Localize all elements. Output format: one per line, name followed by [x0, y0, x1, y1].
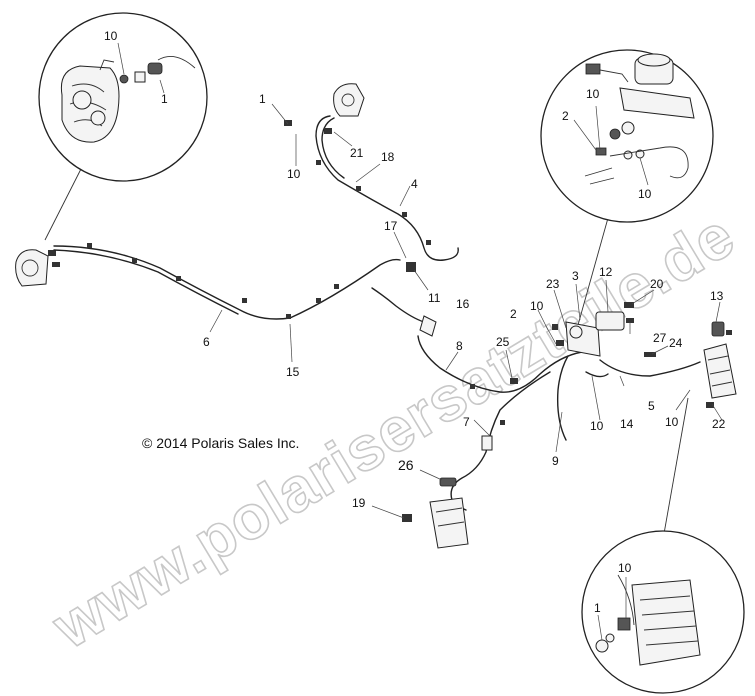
fitting-icon-rear [617, 617, 631, 631]
line-clips [87, 160, 505, 425]
junction-block-11 [419, 315, 437, 337]
callout-label: 19 [352, 496, 366, 510]
callout-label: 26 [398, 457, 414, 473]
detail-connector-bottom-right [661, 397, 689, 546]
callout-label: 1 [594, 601, 601, 615]
callout-label: 10 [618, 561, 632, 575]
leader-lines [209, 103, 723, 519]
rear-caliper-illustration [631, 579, 701, 666]
callout-label: 21 [350, 146, 364, 160]
callout-label: 5 [648, 399, 655, 413]
callout-label: 20 [650, 277, 664, 291]
callout-label: 12 [599, 265, 613, 279]
detail-connector-top-right [577, 217, 609, 326]
brake-line-9 [556, 355, 569, 441]
callout-labels: 10 1 1 10 21 18 4 17 11 16 6 15 8 2 10 2… [104, 29, 726, 615]
rear-right-caliper [703, 321, 737, 408]
front-right-caliper [333, 83, 365, 117]
callout-label: 10 [665, 415, 679, 429]
callout-label: 15 [286, 365, 300, 379]
callout-label: 8 [456, 339, 463, 353]
callout-label: 16 [456, 297, 470, 311]
callout-label: 27 [653, 331, 667, 345]
callout-label: 10 [104, 29, 118, 43]
callout-label: 17 [384, 219, 398, 233]
banjo-bolt-icon [134, 71, 146, 83]
front-left-caliper [15, 249, 60, 287]
callout-label: 10 [586, 87, 600, 101]
callout-label: 2 [510, 307, 517, 321]
brake-line-5 [599, 359, 701, 377]
callout-label: 18 [381, 150, 395, 164]
callout-label: 2 [562, 109, 569, 123]
callout-label: 1 [161, 92, 168, 106]
callout-label: 25 [496, 335, 510, 349]
callout-label: 10 [287, 167, 301, 181]
caliper-illustration-top-left [60, 59, 120, 143]
bolt-1-icon [284, 120, 292, 126]
detail-circle-master-cylinder [540, 49, 714, 223]
callout-label: 11 [428, 291, 441, 305]
detail-circle-front-left-caliper [38, 12, 208, 182]
brake-line-6 [53, 245, 401, 320]
valve-block-12 [595, 311, 625, 331]
switch-connector-icon [585, 63, 601, 75]
callout-label: 14 [620, 417, 634, 431]
bolt-20-icon [624, 302, 634, 308]
clip-17-icon [406, 262, 416, 272]
callout-label: 22 [712, 417, 726, 431]
brake-line-18 [321, 117, 345, 179]
callout-label: 3 [572, 269, 579, 283]
brake-line-4 [315, 115, 459, 261]
washer-icon [119, 74, 129, 84]
fitting-icon [147, 62, 163, 75]
rear-left-caliper [402, 497, 469, 549]
bracket-24-icon [644, 352, 656, 357]
detail-circle-rear-caliper [581, 530, 745, 694]
callout-label: 23 [546, 277, 560, 291]
callout-label: 13 [710, 289, 724, 303]
clip-26-icon [439, 477, 457, 487]
pad-clip-icon [711, 321, 725, 337]
brake-line-14 [585, 371, 609, 378]
bracket-icon [481, 435, 493, 451]
callout-label: 10 [590, 419, 604, 433]
callout-label: 7 [463, 415, 470, 429]
copyright-text: © 2014 Polaris Sales Inc. [142, 435, 299, 451]
callout-label: 4 [411, 177, 418, 191]
brake-line-8 [417, 335, 583, 393]
brake-line-16 [371, 287, 425, 323]
callout-label: 10 [530, 299, 544, 313]
callout-label: 24 [669, 336, 683, 350]
callout-label: 9 [552, 454, 559, 468]
callout-label: 1 [259, 92, 266, 106]
master-cylinder-body-icon [619, 87, 695, 119]
nut-27-icon [626, 318, 634, 323]
valve-assembly [552, 311, 625, 357]
detail-connector-top-left [44, 164, 84, 241]
callout-label: 10 [638, 187, 652, 201]
callout-label: 6 [203, 335, 210, 349]
